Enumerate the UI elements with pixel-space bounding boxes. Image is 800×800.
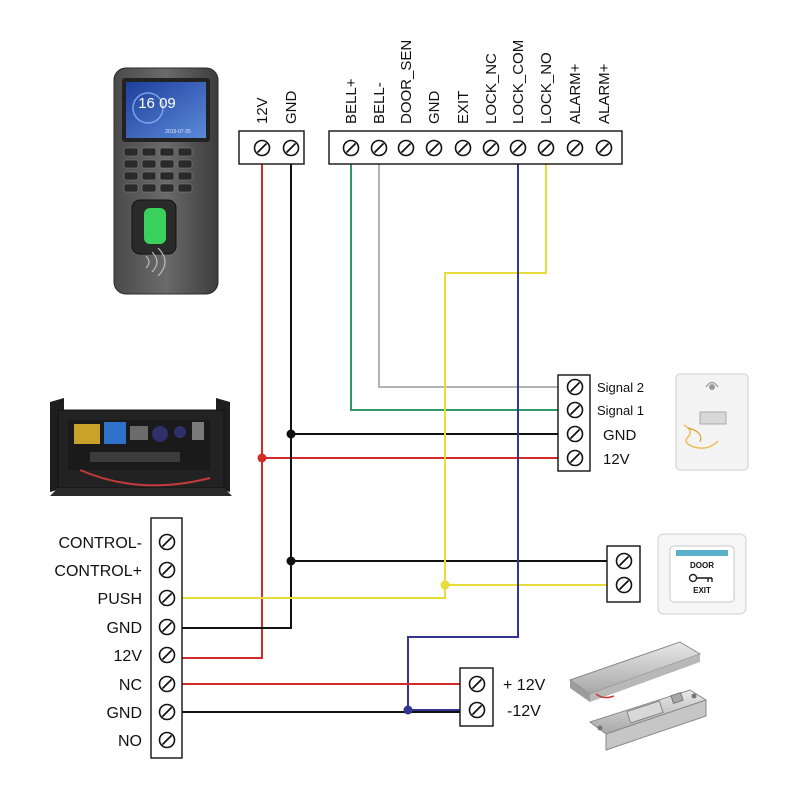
fingerprint-reader: 16 09 2019-07-25 <box>113 67 219 295</box>
reader-clock-date: 2019-07-25 <box>165 129 191 135</box>
power-supply-board <box>50 398 232 496</box>
left-label-gnd: GND <box>106 620 142 637</box>
wire-yellow-lock-no <box>444 148 624 586</box>
wire-black-gnd <box>178 148 292 629</box>
left-terminal: CONTROL- CONTROL+ PUSH GND 12V NC GND NO <box>54 517 183 759</box>
junction-dot <box>257 453 267 463</box>
exit-button-terminal <box>606 545 641 603</box>
terminal-label-12v: 12V <box>254 97 271 124</box>
terminal-label-lock-com: LOCK_COM <box>510 40 527 124</box>
terminal-label-alarm-plus: ALARM+ <box>567 63 584 124</box>
top-signal-terminal: BELL+ BELL- DOOR_SEN GND EXIT LOCK_NC LO… <box>328 40 623 165</box>
terminal-label-bell-plus: BELL+ <box>343 78 360 124</box>
strike-lock <box>588 689 708 751</box>
magnetic-lock <box>568 641 702 702</box>
wire-yellow-push <box>178 585 446 599</box>
doorbell-label-gnd: GND <box>603 427 637 444</box>
terminal-label-lock-no: LOCK_NO <box>538 52 555 124</box>
junction-dot <box>403 705 413 715</box>
reader-screen <box>126 82 206 138</box>
exit-button-line2: EXIT <box>693 586 711 595</box>
key-icon <box>688 573 713 583</box>
junction-dots <box>257 429 450 715</box>
wire-gray-bell-minus <box>378 148 575 388</box>
lock-label-minus-12v: -12V <box>507 703 541 720</box>
top-power-terminal: 12V GND <box>238 91 305 165</box>
exit-button-device: DOOR EXIT <box>657 533 747 615</box>
exit-button-line1: DOOR <box>690 561 714 570</box>
wire-green-bell-plus <box>350 148 575 411</box>
doorbell-label-signal-1: Signal 1 <box>597 403 644 418</box>
terminal-label-gnd: GND <box>426 91 443 125</box>
left-label-control-plus: CONTROL+ <box>54 563 142 580</box>
left-label-nc: NC <box>119 677 142 694</box>
left-label-control-minus: CONTROL- <box>58 535 142 552</box>
left-label-12v: 12V <box>114 648 143 665</box>
terminal-label-alarm-plus-2: ALARM+ <box>596 63 613 124</box>
left-label-no: NO <box>118 733 142 750</box>
junction-dot <box>286 429 296 439</box>
left-label-gnd-2: GND <box>106 705 142 722</box>
wire-red-12v <box>178 148 263 659</box>
terminal-label-lock-nc: LOCK_NC <box>483 53 500 124</box>
lock-label-plus-12v: + 12V <box>503 677 546 694</box>
doorbell-device <box>675 373 749 471</box>
rfid-icon <box>145 247 166 277</box>
terminal-label-exit: EXIT <box>455 91 472 124</box>
reader-keypad <box>123 147 193 193</box>
lock-terminal: + 12V -12V <box>459 667 546 727</box>
doorbell-terminal: Signal 2 Signal 1 GND 12V <box>557 374 644 472</box>
wire-navy-lock-com <box>407 148 519 711</box>
left-label-push: PUSH <box>98 591 142 608</box>
reader-clock-time: 16 09 <box>138 95 176 112</box>
terminal-label-bell-minus: BELL- <box>371 82 388 124</box>
terminal-label-gnd: GND <box>283 91 300 125</box>
terminal-label-door-sen: DOOR_SEN <box>398 40 415 124</box>
doorbell-label-signal-2: Signal 2 <box>597 380 644 395</box>
doorbell-label-12v: 12V <box>603 451 630 468</box>
junction-dot <box>286 556 296 566</box>
junction-dot <box>440 580 450 590</box>
wires <box>178 148 624 713</box>
